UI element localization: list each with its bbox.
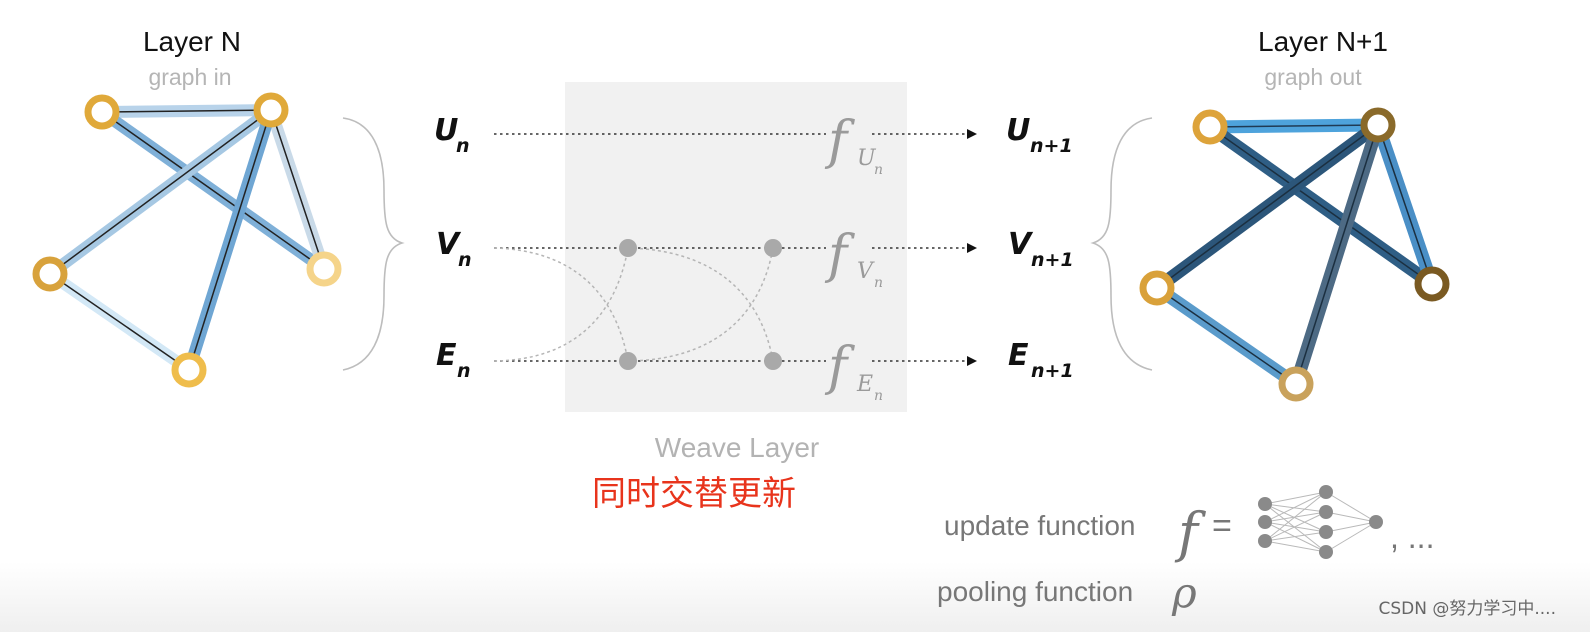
left-node-b [253, 92, 289, 128]
svg-text:n: n [458, 249, 472, 271]
input-label-e: E n [436, 338, 471, 382]
left-graph-edges [44, 104, 330, 376]
right-edge-b-c [1150, 118, 1385, 295]
pooling-function-label: pooling function [937, 576, 1134, 607]
weave-curve-v-to-e1 [493, 247, 629, 362]
update-function-equals: = [1212, 507, 1232, 545]
right-node-c [1139, 270, 1175, 306]
function-label-u: f U n [824, 111, 883, 178]
left-brace [342, 117, 405, 371]
svg-text:V: V [857, 259, 875, 284]
watermark: CSDN @努力学习中.... [1378, 599, 1557, 619]
left-edge-b-c [44, 104, 277, 280]
svg-text:n+1: n+1 [1031, 360, 1074, 382]
left-edge-b-e [265, 104, 330, 275]
right-edge-a-e [1203, 120, 1439, 291]
svg-text:E: E [856, 372, 873, 397]
weave-cross-connections [493, 247, 774, 362]
right-graph-subtitle: graph out [1264, 64, 1362, 90]
svg-text:n: n [874, 388, 883, 404]
bottom-fade [0, 562, 1590, 632]
left-graph [32, 92, 342, 388]
svg-text:U: U [857, 146, 877, 171]
update-function-label: update function [944, 510, 1136, 541]
output-label-u: U n+1 [1006, 113, 1073, 157]
svg-text:V: V [1008, 227, 1034, 262]
weave-curve-e-to-v1 [493, 247, 629, 362]
svg-text:n+1: n+1 [1031, 249, 1074, 271]
neural-network-icon [1258, 485, 1383, 559]
pooling-function-symbol: ρ [1171, 568, 1197, 617]
svg-text:U: U [1006, 113, 1030, 148]
weave-node-e2 [764, 352, 782, 370]
update-function-symbol: f [1174, 501, 1206, 564]
svg-text:U: U [434, 113, 458, 148]
left-graph-title: Layer N [142, 26, 242, 57]
output-label-e: E n+1 [1008, 338, 1074, 382]
weave-curve-v1-to-e2 [627, 247, 774, 362]
right-graph-edges [1150, 118, 1439, 391]
left-edge-a-e [96, 106, 330, 275]
svg-text:E: E [1008, 338, 1029, 373]
left-node-e [306, 251, 342, 287]
svg-text:V: V [436, 227, 462, 262]
left-edge-c-d [44, 268, 195, 376]
weave-annotation: 同时交替更新 [592, 474, 796, 514]
left-edge-b-d [183, 104, 277, 376]
right-graph-title: Layer N+1 [1258, 26, 1388, 57]
weave-node-v1 [619, 239, 637, 257]
right-graph-nodes [1139, 107, 1450, 402]
right-graph [1139, 107, 1450, 402]
right-node-d [1278, 366, 1314, 402]
left-graph-nodes [32, 92, 342, 388]
right-node-b [1360, 107, 1396, 143]
weave-nodes [619, 239, 782, 370]
left-graph-subtitle: graph in [148, 64, 232, 90]
left-node-d [171, 352, 207, 388]
right-node-a [1192, 109, 1228, 145]
output-label-v: V n+1 [1008, 227, 1074, 271]
input-label-u: U n [434, 113, 470, 157]
left-edge-a-b [96, 104, 277, 118]
weave-node-e1 [619, 352, 637, 370]
function-label-e: f E n [824, 337, 883, 404]
svg-text:n+1: n+1 [1030, 135, 1073, 157]
weave-node-v2 [764, 239, 782, 257]
svg-text:n: n [457, 360, 471, 382]
right-edge-b-d [1289, 118, 1385, 391]
svg-text:n: n [456, 135, 470, 157]
svg-text:n: n [874, 162, 883, 178]
left-node-a [84, 94, 120, 130]
weave-layer-caption: Weave Layer [654, 432, 820, 463]
svg-text:E: E [436, 338, 457, 373]
input-label-v: V n [436, 227, 472, 271]
svg-text:n: n [874, 275, 883, 291]
right-edge-a-b [1203, 118, 1385, 134]
left-node-c [32, 256, 68, 292]
right-edge-c-d [1150, 281, 1303, 391]
right-edge-b-e [1371, 118, 1439, 291]
update-function-trailing: , ... [1390, 519, 1434, 555]
right-node-e [1414, 266, 1450, 302]
weave-curve-e1-to-v2 [627, 247, 774, 362]
right-brace [1090, 117, 1153, 371]
function-label-v: f V n [824, 225, 883, 291]
